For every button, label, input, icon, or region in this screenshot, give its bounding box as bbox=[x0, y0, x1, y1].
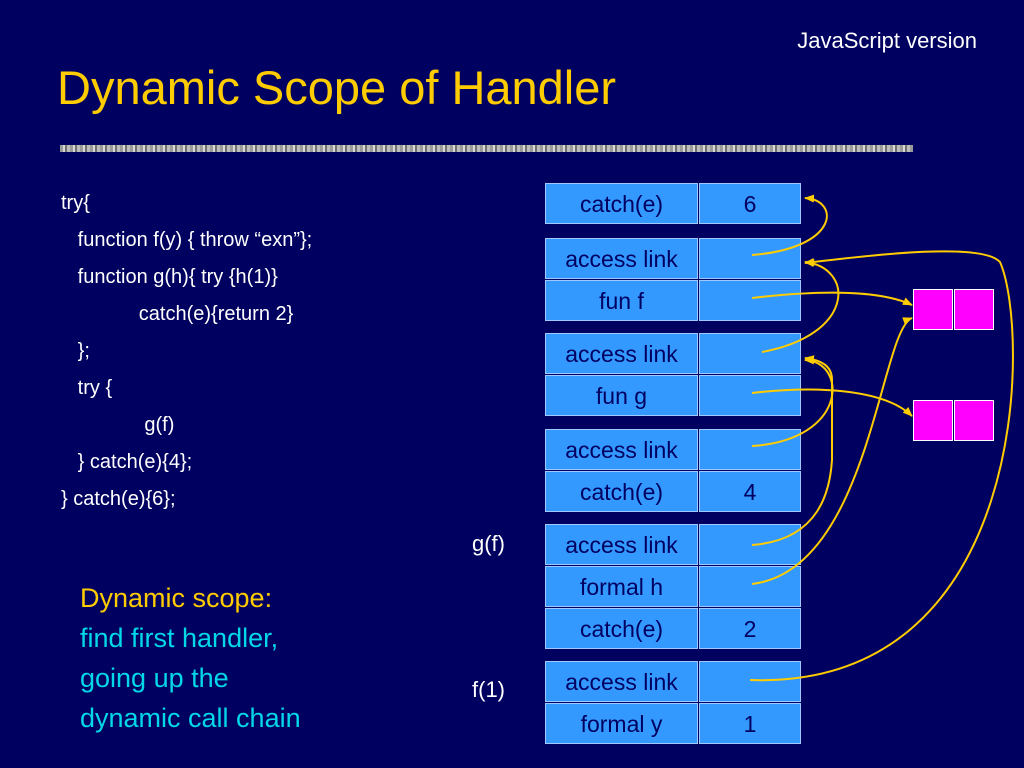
cell-catch-label: catch(e) bbox=[545, 471, 698, 512]
code-line: function g(h){ try {h(1)} bbox=[61, 266, 278, 288]
cell-access-link-label: access link bbox=[545, 429, 698, 470]
language-note: JavaScript version bbox=[797, 28, 977, 53]
cell-access-link-label: access link bbox=[545, 238, 698, 279]
cell-formal-h-value bbox=[699, 566, 801, 607]
note-line: going up the bbox=[80, 663, 229, 693]
note-heading: Dynamic scope: bbox=[80, 583, 273, 613]
cell-formal-h-label: formal h bbox=[545, 566, 698, 607]
closure-code-cell bbox=[954, 400, 994, 441]
cell-access-link-value bbox=[699, 333, 801, 374]
cell-catch-value: 2 bbox=[699, 608, 801, 649]
cell-catch-label: catch(e) bbox=[545, 608, 698, 649]
title-divider bbox=[60, 145, 913, 152]
closure-env-cell bbox=[913, 400, 953, 441]
code-line: catch(e){return 2} bbox=[61, 303, 294, 325]
g-call-label: g(f) bbox=[472, 531, 505, 556]
closure-code-cell bbox=[954, 289, 994, 330]
cell-access-link-label: access link bbox=[545, 661, 698, 702]
frame-f-declaration: access link fun f bbox=[545, 238, 801, 321]
dynamic-scope-note: Dynamic scope: find first handler, going… bbox=[80, 578, 301, 738]
access-link-arrow bbox=[749, 250, 1014, 682]
code-line: try { bbox=[61, 377, 113, 399]
cell-access-link-value bbox=[699, 429, 801, 470]
frame-g-call: access link formal h catch(e) 2 bbox=[545, 524, 801, 649]
closure-f bbox=[913, 289, 994, 330]
note-line: dynamic call chain bbox=[80, 703, 301, 733]
access-link-arrow bbox=[761, 259, 840, 353]
code-line: } catch(e){6}; bbox=[61, 488, 176, 510]
code-line: try{ bbox=[61, 192, 90, 214]
cell-access-link-value bbox=[699, 524, 801, 565]
slide-title: Dynamic Scope of Handler bbox=[57, 61, 617, 114]
access-link-arrow bbox=[751, 355, 833, 546]
cell-access-link-value bbox=[699, 238, 801, 279]
cell-access-link-value bbox=[699, 661, 801, 702]
cell-catch-value: 4 bbox=[699, 471, 801, 512]
cell-formal-y-label: formal y bbox=[545, 703, 698, 744]
cell-fun-g-value bbox=[699, 375, 801, 416]
access-link-arrow bbox=[751, 194, 828, 256]
frame-outer-catch: catch(e) 6 bbox=[545, 183, 801, 224]
closure-g bbox=[913, 400, 994, 441]
cell-fun-f-value bbox=[699, 280, 801, 321]
cell-fun-f-label: fun f bbox=[545, 280, 698, 321]
code-line: }; bbox=[61, 340, 90, 362]
frame-inner-catch: access link catch(e) 4 bbox=[545, 429, 801, 512]
cell-catch-label: catch(e) bbox=[545, 183, 698, 224]
frame-f-call: access link formal y 1 bbox=[545, 661, 801, 744]
closure-pointer-arrow bbox=[751, 317, 913, 585]
closure-env-cell bbox=[913, 289, 953, 330]
code-listing: try{ function f(y) { throw “exn”}; funct… bbox=[61, 185, 312, 518]
access-link-arrow bbox=[751, 356, 834, 447]
cell-formal-y-value: 1 bbox=[699, 703, 801, 744]
note-line: find first handler, bbox=[80, 623, 279, 653]
code-line: function f(y) { throw “exn”}; bbox=[61, 229, 313, 251]
closure-pointer-arrow bbox=[751, 291, 913, 306]
cell-access-link-label: access link bbox=[545, 333, 698, 374]
cell-access-link-label: access link bbox=[545, 524, 698, 565]
code-line: g(f) bbox=[61, 414, 175, 436]
cell-fun-g-label: fun g bbox=[545, 375, 698, 416]
frame-g-declaration: access link fun g bbox=[545, 333, 801, 416]
f-call-label: f(1) bbox=[472, 677, 505, 702]
closure-pointer-arrow bbox=[751, 388, 913, 417]
code-line: } catch(e){4}; bbox=[61, 451, 193, 473]
cell-catch-value: 6 bbox=[699, 183, 801, 224]
